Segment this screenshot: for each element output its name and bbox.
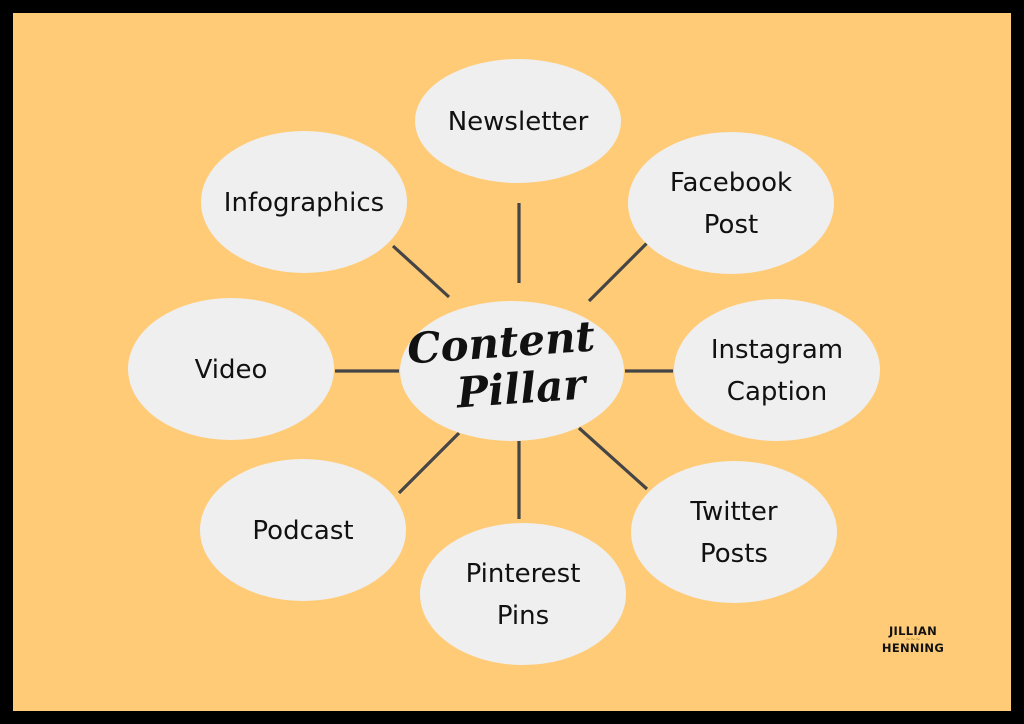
node-ellipse-newsletter [415,59,621,183]
node-label-facebook-post-line-1: Facebook [670,168,792,198]
node-label-podcast-line-1: Podcast [252,516,353,546]
brand-script-mark: ~~~ [905,636,921,643]
node-label-video-line-1: Video [195,355,268,385]
node-ellipse-infographics [201,131,407,273]
node-label-twitter-posts-line-1: Twitter [689,497,777,527]
connectors [335,203,673,519]
connector-facebook-post [587,241,649,303]
node-ellipse-facebook-post [628,132,834,274]
node-ellipse-instagram-caption [674,299,880,441]
brand-logo: JILLIAN ~~~ HENNING [877,625,949,655]
connector-podcast [397,431,461,495]
node-label-instagram-caption-line-1: Instagram [711,335,843,365]
node-label-pinterest-pins-line-2: Pins [497,601,549,631]
node-podcast: Podcast [200,459,406,601]
brand-name-first: JILLIAN [888,624,938,638]
node-infographics: Infographics [201,131,407,273]
node-ellipse-twitter-posts [631,461,837,603]
node-label-pinterest-pins-line-1: Pinterest [466,559,581,589]
mind-map-diagram: NewsletterFacebookPostInstagramCaptionTw… [13,13,1011,711]
node-ellipse-video [128,298,334,440]
node-video: Video [128,298,334,440]
center-label-line-2: Pillar [454,359,590,417]
connector-infographics [391,244,451,299]
node-ellipse-podcast [200,459,406,601]
nodes: NewsletterFacebookPostInstagramCaptionTw… [128,59,880,665]
node-label-newsletter-line-1: Newsletter [448,107,589,137]
node-label-facebook-post-line-2: Post [704,210,758,240]
node-newsletter: Newsletter [415,59,621,183]
node-label-instagram-caption-line-2: Caption [727,377,827,407]
node-label-infographics-line-1: Infographics [224,188,384,218]
brand-name-last: HENNING [881,641,945,655]
node-ellipse-pinterest-pins [420,523,626,665]
center-ellipse [400,301,624,441]
node-label-twitter-posts-line-2: Posts [700,539,768,569]
connector-twitter-posts [577,426,649,491]
